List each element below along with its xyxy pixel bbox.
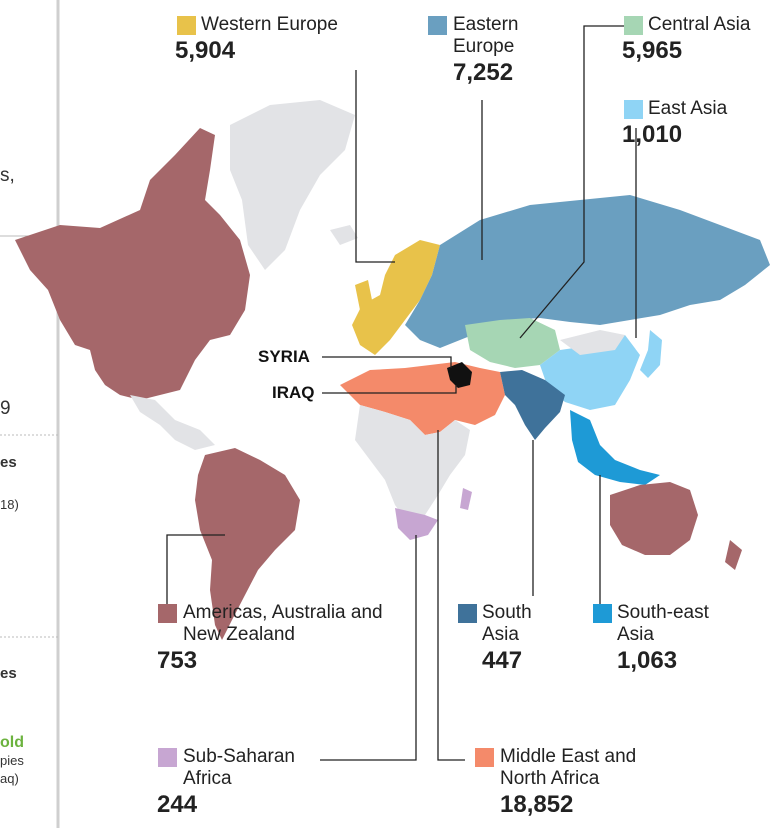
central-america-shape (130, 395, 215, 450)
legend-swatch (624, 100, 643, 119)
legend-mena: Middle East and North Africa 18,852 (500, 746, 660, 820)
region-value: 5,904 (175, 37, 236, 64)
legend-swatch (158, 748, 177, 767)
leader-mena (437, 430, 465, 761)
country-label-syria: SYRIA (258, 347, 310, 366)
leader-central-asia (519, 25, 624, 339)
region-value: 244 (157, 791, 198, 818)
japan-shape (640, 330, 662, 378)
country-label-iraq: IRAQ (272, 383, 315, 402)
australia-shape (610, 482, 698, 555)
western-europe-shape (352, 240, 440, 355)
left-text-fragment: aq) (0, 771, 19, 786)
legend-southeast-asia: South-east Asia 1,063 (617, 602, 747, 676)
legend-swatch (458, 604, 477, 623)
legend-swatch (624, 16, 643, 35)
region-name: Sub-Saharan Africa (183, 746, 295, 789)
uk-shape (355, 280, 372, 310)
region-name: Eastern Europe (453, 14, 519, 57)
americas-shape (15, 128, 250, 400)
leader-sub-saharan (320, 535, 417, 761)
legend-sub-saharan-africa: Sub-Saharan Africa 244 (157, 746, 313, 820)
left-text-fragment: 18) (0, 497, 19, 512)
southern-africa-shape (395, 508, 438, 540)
leader-western-europe (355, 70, 395, 263)
region-name: Central Asia (648, 14, 751, 35)
leader-lines (166, 25, 637, 761)
east-asia-shape (540, 335, 640, 410)
legend-swatch (158, 604, 177, 623)
iceland-shape (330, 225, 358, 245)
region-name: South Asia (482, 602, 532, 645)
legend-western-europe: Western Europe 5,904 (175, 14, 338, 66)
region-value: 1,063 (617, 647, 678, 674)
region-name: South-east Asia (617, 602, 709, 645)
southeast-asia-shape (570, 410, 660, 485)
legend-central-asia: Central Asia 5,965 (622, 14, 751, 66)
madagascar-shape (460, 488, 472, 510)
leader-iraq (322, 385, 457, 394)
africa-grey-shape (355, 405, 470, 525)
legend-swatch (475, 748, 494, 767)
region-name: Western Europe (201, 14, 338, 35)
leader-americas (166, 534, 225, 610)
left-text-fragment: pies (0, 753, 24, 768)
legend-swatch (428, 16, 447, 35)
greenland-shape (230, 100, 355, 270)
legend-americas: Americas, Australia and New Zealand 753 (157, 602, 403, 676)
new-zealand-shape (725, 540, 742, 570)
region-name: Americas, Australia and New Zealand (183, 602, 383, 645)
legend-swatch (593, 604, 612, 623)
leader-syria (322, 356, 452, 368)
syria-iraq-shape (447, 362, 472, 388)
central-asia-shape (465, 318, 560, 368)
region-value: 18,852 (500, 791, 574, 818)
region-value: 447 (482, 647, 523, 674)
left-text-fragment: s, (0, 165, 15, 186)
region-value: 753 (157, 647, 198, 674)
left-text-fragment: es (0, 454, 17, 471)
region-name: East Asia (648, 98, 728, 119)
left-text-fragment: 9 (0, 398, 11, 419)
south-asia-shape (500, 370, 565, 440)
region-value: 7,252 (453, 59, 514, 86)
legend-south-asia: South Asia 447 (482, 602, 552, 676)
left-text-fragment: old (0, 734, 24, 751)
legend-eastern-europe: Eastern Europe 7,252 (453, 14, 553, 88)
south-america-shape (195, 448, 300, 640)
region-value: 1,010 (622, 121, 683, 148)
region-name: Middle East and North Africa (500, 746, 637, 789)
legend-swatch (177, 16, 196, 35)
left-text-fragment: es (0, 665, 17, 682)
region-value: 5,965 (622, 37, 683, 64)
legend-east-asia: East Asia 1,010 (622, 98, 728, 150)
eastern-europe-shape (405, 195, 770, 348)
mongolia-shape (560, 330, 625, 355)
